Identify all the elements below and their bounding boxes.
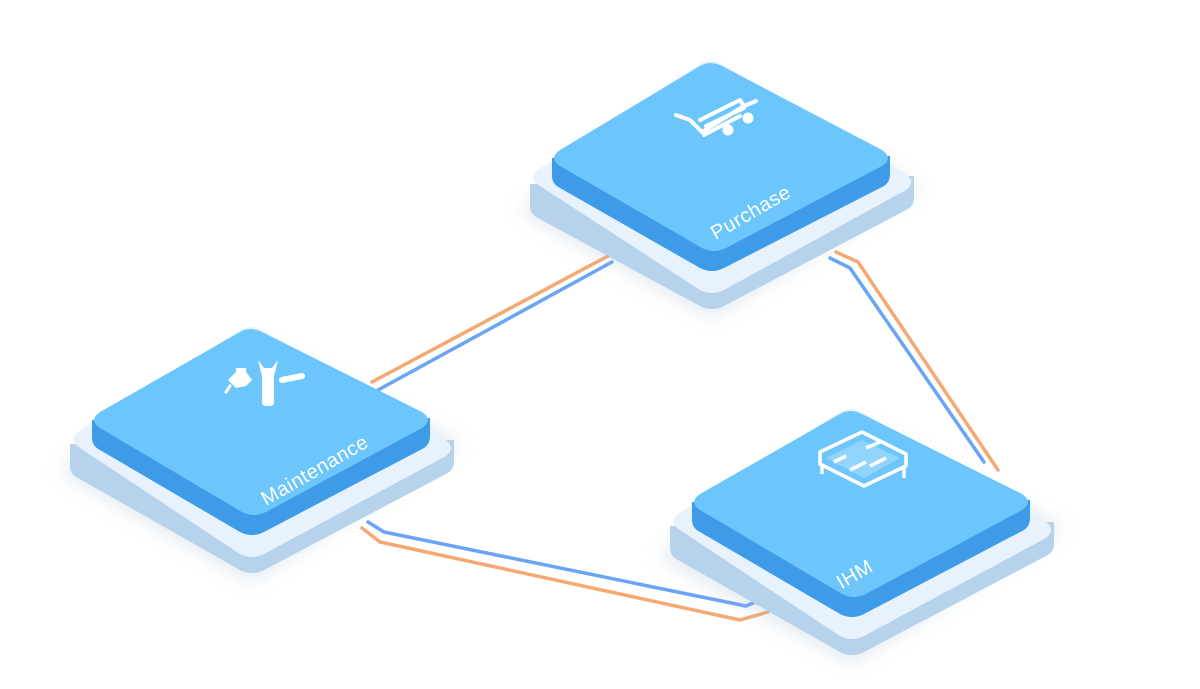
dashboard-panel-icon: [818, 430, 908, 488]
connection-line-orange: [360, 526, 770, 622]
node-tile-top: [94, 329, 428, 515]
connection-line-orange: [834, 250, 1000, 472]
connection-line-orange: [370, 254, 610, 384]
node-tile-top: [554, 63, 888, 251]
connection-line-blue: [376, 260, 614, 392]
node-tile-top: [694, 411, 1028, 597]
connection-purchase-ihm: [828, 250, 1000, 472]
tools-icon: [224, 360, 305, 406]
node-maintenance[interactable]: Maintenance: [60, 327, 460, 580]
connection-maintenance-purchase: [370, 254, 614, 392]
node-ihm[interactable]: IHM: [660, 409, 1062, 662]
shopping-cart-icon: [674, 98, 758, 137]
node-purchase[interactable]: Purchase: [520, 61, 920, 316]
connection-line-blue: [828, 256, 986, 464]
